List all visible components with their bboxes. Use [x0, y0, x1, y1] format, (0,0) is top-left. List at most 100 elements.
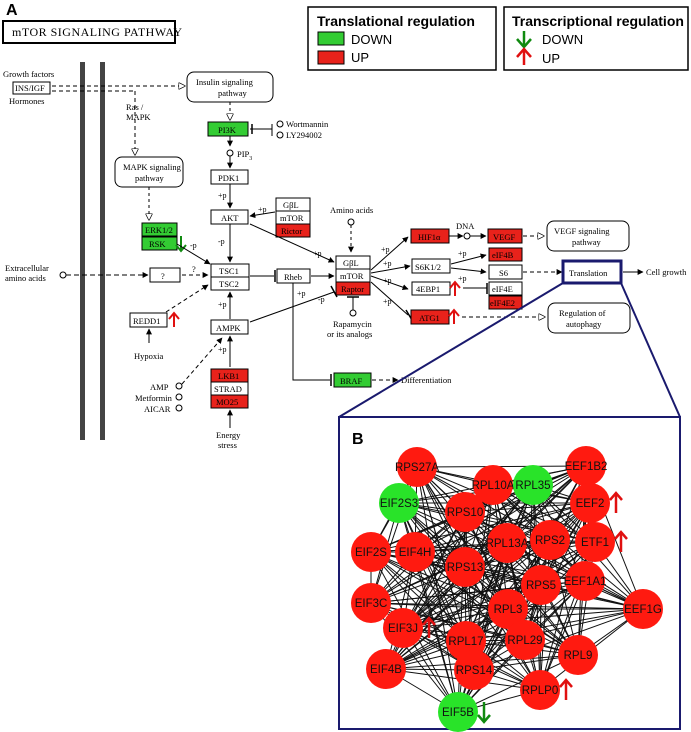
node-label: RPS5 [526, 580, 556, 592]
svg-text:Rheb: Rheb [284, 272, 302, 282]
node-circle [558, 635, 598, 675]
node-circle [575, 522, 615, 562]
up-arrow-icon [516, 47, 532, 65]
node-label: EIF2S [355, 547, 387, 559]
svg-text:Metformin: Metformin [135, 393, 173, 403]
ins-igf-box [12, 81, 51, 95]
svg-text:LKB1: LKB1 [218, 371, 239, 381]
network-node[interactable]: RPS10 [445, 492, 485, 532]
legend-up-swatch [317, 50, 345, 65]
insulin-label-1: Insulin signaling [196, 77, 254, 87]
network-node[interactable]: EIF2S3 [379, 483, 419, 523]
network-node[interactable]: EIF3J [383, 608, 436, 648]
rsk-box [141, 236, 178, 251]
svg-text:+p: +p [297, 289, 306, 298]
wortmannin-label: Wortmannin [286, 119, 329, 129]
node-label: ETF1 [581, 537, 609, 549]
network-edge [370, 584, 542, 604]
akt-label: AKT [221, 213, 239, 223]
svg-text:HIF1α: HIF1α [418, 232, 441, 242]
network-node[interactable]: RPL13A [486, 523, 529, 563]
svg-text:STRAD: STRAD [214, 384, 242, 394]
legend-translational: Translational regulation DOWN UP [307, 6, 497, 71]
network-node[interactable]: RPL10A [472, 465, 515, 505]
svg-text:+p: +p [383, 276, 392, 285]
node-label: EEF1B2 [565, 461, 608, 473]
svg-text:S6: S6 [499, 268, 508, 278]
svg-text:AICAR: AICAR [144, 404, 171, 414]
svg-text:+p: +p [381, 245, 390, 254]
svg-text:BRAF: BRAF [340, 376, 362, 386]
node-circle [351, 583, 391, 623]
node-circle [383, 608, 423, 648]
network-node[interactable]: ETF1 [575, 522, 628, 562]
network-node[interactable]: RPL29 [505, 620, 545, 660]
node-circle [351, 532, 391, 572]
network-node[interactable]: EIF2S [351, 532, 391, 572]
network-node[interactable]: RPS27A [395, 447, 439, 487]
insulin-label-2: pathway [218, 88, 248, 98]
network-edge [385, 566, 466, 670]
network-node[interactable]: EEF2 [570, 483, 623, 523]
svg-text:?: ? [192, 264, 196, 274]
node-label: EIF4B [370, 664, 402, 676]
svg-text:AMP: AMP [150, 382, 169, 392]
amino-acids-label: Amino acids [330, 205, 373, 215]
network-node[interactable]: RPLP0 [520, 670, 573, 710]
node-circle [566, 446, 606, 486]
svg-text:mTOR: mTOR [280, 213, 304, 223]
ampk-box [210, 319, 249, 335]
node-circle [520, 670, 560, 710]
node-label: RPS27A [395, 462, 439, 474]
svg-text:4EBP1: 4EBP1 [416, 284, 440, 294]
svg-text:S6K1/2: S6K1/2 [415, 262, 441, 272]
network-node[interactable]: RPL9 [558, 635, 598, 675]
rapamycin-label-2: or its analogs [327, 329, 372, 339]
network-edge [402, 539, 551, 629]
node-circle [623, 589, 663, 629]
svg-text:REDD1: REDD1 [133, 316, 160, 326]
up-arrow-icon [449, 280, 461, 296]
network-node[interactable]: RPS13 [445, 547, 485, 587]
network-node[interactable]: RPL3 [488, 589, 528, 629]
svg-text:eIF4E2: eIF4E2 [490, 298, 515, 308]
network-node[interactable]: EEF1A1 [564, 561, 607, 601]
svg-text:+p: +p [218, 191, 227, 200]
up-arrow-icon [168, 311, 180, 327]
title-box [2, 20, 176, 44]
network-edge [539, 539, 551, 691]
network-node[interactable]: EIF3C [351, 583, 391, 623]
network-edge [402, 541, 596, 629]
network-edge [414, 539, 551, 553]
node-circle [530, 520, 570, 560]
network-edge [464, 511, 596, 543]
network-node[interactable]: EIF4H [395, 532, 435, 572]
node-label: RPL3 [494, 604, 523, 616]
cell-growth-label: Cell growth [646, 267, 687, 277]
node-circle [565, 561, 605, 601]
svg-text:GβL: GβL [283, 200, 299, 210]
pip3-label: PIP3 [237, 149, 252, 162]
network-node[interactable]: EEF1G [623, 589, 663, 629]
pi3k-box [207, 121, 249, 137]
vegf-box [487, 228, 523, 244]
network-node[interactable]: RPS2 [530, 520, 570, 560]
network-node[interactable]: EEF1B2 [565, 446, 608, 486]
network-node[interactable]: EIF5B [438, 692, 491, 732]
node-circle [487, 523, 527, 563]
ly294002-label: LY294002 [286, 130, 322, 140]
svg-text:autophagy: autophagy [566, 319, 602, 329]
network-node[interactable]: RPS5 [521, 565, 561, 605]
svg-text:TSC1: TSC1 [219, 266, 239, 276]
hormones-label: Hormones [9, 96, 44, 106]
network-edge [370, 551, 541, 691]
svg-text:stress: stress [218, 440, 237, 450]
zoom-line-right [620, 282, 681, 418]
network-node[interactable]: EIF4B [366, 649, 406, 689]
network-node[interactable]: RPS14 [454, 650, 494, 690]
svg-text:+p: +p [383, 297, 392, 306]
node-circle [366, 649, 406, 689]
network-node[interactable]: RPL35 [513, 465, 553, 505]
